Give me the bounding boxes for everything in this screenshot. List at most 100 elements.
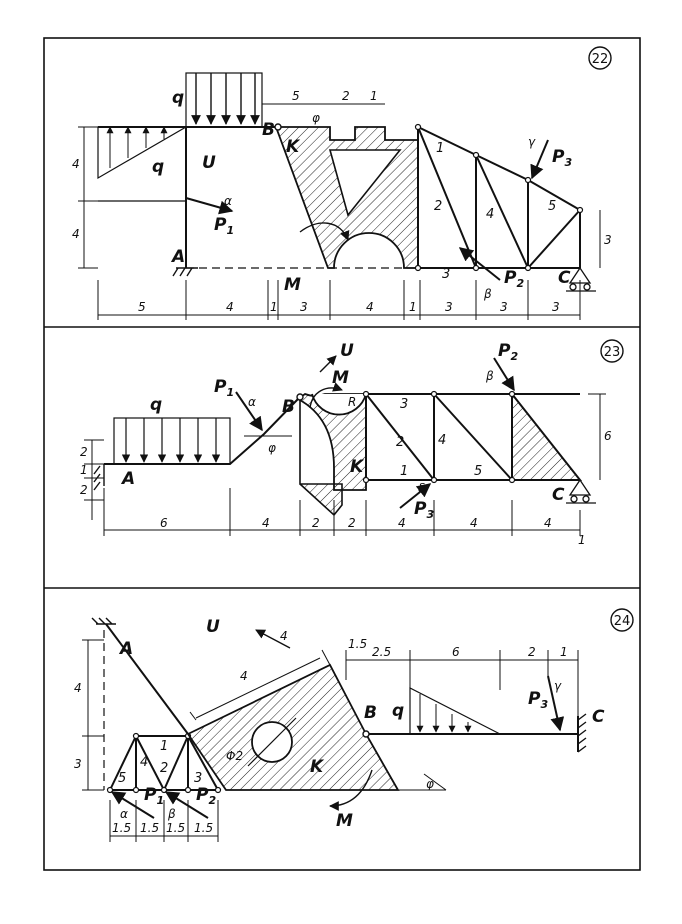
- dim-label: 4: [72, 157, 80, 171]
- frame-AB: [104, 398, 299, 465]
- support-C: [566, 266, 596, 292]
- dim-label: 6: [160, 516, 168, 530]
- label-U: U: [206, 617, 220, 637]
- dim-label: 4: [398, 516, 406, 530]
- force-P1: [110, 791, 155, 819]
- hinge-B: [296, 393, 304, 401]
- distributed-load: [113, 417, 231, 465]
- panel-number: 23: [604, 345, 621, 360]
- panel-number: 22: [592, 52, 609, 67]
- dim-label: 3: [500, 300, 508, 314]
- dim-label: 6: [604, 429, 612, 443]
- dim-label: 1.5: [112, 821, 131, 835]
- dim-label: 1.5: [348, 637, 367, 651]
- dim-label: 1: [270, 300, 278, 314]
- label-A: A: [170, 247, 185, 267]
- label-C: C: [552, 485, 565, 505]
- label-phi: φ: [268, 441, 276, 455]
- dim-label: 1.5: [140, 821, 159, 835]
- dim-label: 2: [80, 445, 88, 459]
- force-P3: [547, 675, 565, 732]
- member-number: 2: [434, 199, 442, 214]
- member-number: 1: [400, 464, 408, 479]
- dim-label: 1.5: [166, 821, 185, 835]
- panel-23: 23: [84, 339, 624, 536]
- dim-label: 1: [578, 533, 586, 547]
- hatched-triangle: [511, 391, 583, 481]
- label-M: M: [332, 368, 349, 388]
- moment-M: [309, 382, 343, 409]
- label-phi: φ: [312, 111, 320, 125]
- panel-24: 24: [82, 608, 634, 842]
- sheet-border: [43, 37, 641, 871]
- distributed-load-top: [185, 72, 263, 128]
- label-A: A: [118, 639, 133, 659]
- label-phi2: Φ2: [226, 749, 243, 763]
- dim-label: 1: [409, 300, 417, 314]
- hinge-B: [362, 730, 370, 738]
- label-B: B: [262, 120, 275, 140]
- dim-label: 4: [366, 300, 374, 314]
- dim-label: 2: [528, 645, 536, 659]
- label-phi: φ: [426, 777, 434, 791]
- label-gamma: γ: [554, 679, 562, 693]
- force-P2: [164, 791, 209, 819]
- member-number: 5: [474, 464, 482, 479]
- dim-label: 4: [74, 681, 82, 695]
- label-P3: P3: [414, 499, 434, 521]
- dim-label: 3: [300, 300, 308, 314]
- truss: [417, 126, 581, 269]
- arrow-U: [319, 355, 337, 373]
- label-P2: P2: [504, 268, 524, 290]
- label-M: M: [336, 811, 353, 831]
- dim-label: 4: [280, 629, 288, 643]
- truss: [109, 735, 219, 791]
- dim-label: 1: [80, 463, 88, 477]
- member-number: 5: [548, 199, 556, 214]
- dim-label: 4: [544, 516, 552, 530]
- force-P2: [458, 247, 501, 281]
- label-R: R: [348, 395, 356, 409]
- dim-label: 5: [292, 89, 300, 103]
- label-P3: P3: [552, 147, 572, 169]
- panel-number-badge: [610, 608, 634, 632]
- dim-label: 2: [348, 516, 356, 530]
- label-q: q: [172, 88, 184, 108]
- truss: [365, 393, 580, 481]
- dim-label: 1: [370, 89, 378, 103]
- panel-24-text: 1.5 1.5 1.5 1.5 1.5 2.5 6 2 1 4 4 4 3 A …: [74, 617, 605, 835]
- member-number: 3: [442, 267, 450, 282]
- panel-22: 22: [78, 46, 612, 320]
- dim-label: 4: [72, 227, 80, 241]
- rod-A: [105, 623, 189, 735]
- panel-number: 24: [614, 614, 631, 629]
- label-K: K: [286, 137, 301, 157]
- moment-M: [299, 222, 350, 241]
- member-number: 2: [160, 761, 168, 776]
- dim-label: 3: [74, 757, 82, 771]
- dim-label: 3: [552, 300, 560, 314]
- support-C: [566, 478, 596, 504]
- label-q: q: [150, 395, 162, 415]
- force-P1: [185, 197, 234, 215]
- arrow-U: [255, 629, 291, 649]
- force-P1: [235, 391, 263, 432]
- label-P1: P1: [144, 785, 164, 807]
- member-number: 2: [396, 435, 404, 450]
- dim-label: 2: [80, 483, 88, 497]
- label-delta: δ: [418, 481, 425, 495]
- distributed-load-left: [97, 126, 189, 180]
- member-number: 4: [140, 755, 148, 770]
- label-U: U: [340, 341, 354, 361]
- force-P2: [493, 357, 515, 392]
- label-P1: P1: [214, 215, 234, 237]
- label-alpha: α: [120, 807, 128, 821]
- force-P3: [530, 139, 549, 180]
- dim-label: 3: [445, 300, 453, 314]
- label-C: C: [558, 268, 571, 288]
- dimension-lines: [84, 393, 606, 536]
- panel-number-badge: [600, 339, 624, 363]
- member-number: 4: [486, 207, 494, 222]
- member-number: 4: [438, 433, 446, 448]
